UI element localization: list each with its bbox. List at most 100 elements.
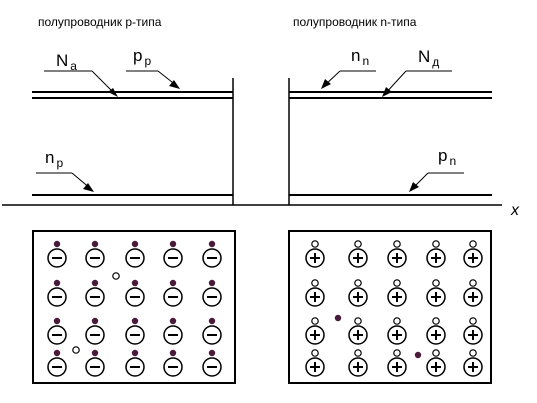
ion-circle — [202, 248, 222, 268]
minority-hole — [334, 314, 342, 322]
electron-dot — [432, 317, 440, 325]
hole-dot — [169, 349, 177, 357]
electron-dot — [432, 279, 440, 287]
hole-dot — [208, 317, 216, 325]
ion-circle — [426, 325, 446, 345]
hole-dot — [91, 349, 99, 357]
hole-dot — [169, 240, 177, 248]
hole-dot — [53, 279, 61, 287]
electron-dot — [469, 349, 477, 357]
hole-dot — [131, 240, 139, 248]
donor-ion — [463, 317, 483, 345]
ion-circle — [387, 325, 407, 345]
hole-dot — [91, 279, 99, 287]
svg-text:Nд: Nд — [418, 47, 439, 69]
donor-ion — [348, 240, 368, 268]
donor-ion — [305, 240, 325, 268]
electron-dot — [393, 279, 401, 287]
acceptor-ion — [163, 349, 183, 377]
electron-dot — [432, 240, 440, 248]
hole-dot — [91, 240, 99, 248]
ion-circle — [305, 357, 325, 377]
ion-circle — [348, 325, 368, 345]
hole-dot — [208, 240, 216, 248]
x-axis-label: x — [510, 202, 520, 219]
minority-hole — [414, 351, 422, 359]
hole-dot — [91, 317, 99, 325]
electron-dot — [469, 317, 477, 325]
hole-dot — [131, 317, 139, 325]
donor-ion — [426, 240, 446, 268]
acceptor-ion — [163, 317, 183, 345]
acceptor-ion — [85, 349, 105, 377]
ion-circle — [47, 325, 67, 345]
minority-electron — [112, 272, 120, 280]
electron-dot — [393, 240, 401, 248]
minority-electron — [72, 346, 80, 354]
hole-dot — [53, 349, 61, 357]
ion-circle — [202, 357, 222, 377]
ion-circle — [202, 287, 222, 307]
acceptor-ion — [85, 240, 105, 268]
ion-circle — [163, 287, 183, 307]
hole-dot — [131, 349, 139, 357]
donor-ion — [387, 279, 407, 307]
ion-circle — [348, 357, 368, 377]
acceptor-ion — [125, 317, 145, 345]
ion-circle — [463, 248, 483, 268]
acceptor-ion — [163, 279, 183, 307]
ion-circle — [387, 287, 407, 307]
donor-ion — [305, 349, 325, 377]
ion-circle — [163, 325, 183, 345]
hole-dot — [131, 279, 139, 287]
p-type-crystal-box — [32, 230, 236, 384]
donor-ion — [426, 279, 446, 307]
acceptor-ion — [47, 349, 67, 377]
ion-circle — [426, 357, 446, 377]
svg-text:Na: Na — [56, 51, 77, 73]
electron-dot — [311, 279, 319, 287]
ion-circle — [125, 357, 145, 377]
electron-dot — [393, 317, 401, 325]
hole-dot — [169, 279, 177, 287]
ion-circle — [463, 325, 483, 345]
donor-ion — [348, 317, 368, 345]
electron-dot — [354, 349, 362, 357]
hole-dot — [169, 317, 177, 325]
electron-dot — [354, 317, 362, 325]
acceptor-ion — [47, 240, 67, 268]
acceptor-ion — [125, 279, 145, 307]
donor-ion — [387, 349, 407, 377]
ion-circle — [163, 357, 183, 377]
donor-ion — [463, 240, 483, 268]
acceptor-ion — [125, 240, 145, 268]
acceptor-ion — [47, 279, 67, 307]
acceptor-ion — [202, 240, 222, 268]
donor-ion — [463, 349, 483, 377]
ion-circle — [47, 287, 67, 307]
electron-dot — [393, 349, 401, 357]
ion-circle — [387, 357, 407, 377]
donor-ion — [387, 317, 407, 345]
electron-dot — [311, 240, 319, 248]
electron-dot — [469, 240, 477, 248]
svg-text:nn: nn — [351, 46, 369, 68]
donor-ion-grid — [305, 240, 483, 377]
svg-text:pp: pp — [133, 46, 151, 68]
ion-circle — [426, 248, 446, 268]
ion-circle — [348, 248, 368, 268]
ion-circle — [348, 287, 368, 307]
ion-circle — [305, 287, 325, 307]
ion-circle — [387, 248, 407, 268]
svg-text:pn: pn — [438, 146, 456, 168]
donor-ion — [387, 240, 407, 268]
electron-dot — [311, 317, 319, 325]
ion-circle — [85, 325, 105, 345]
electron-dot — [469, 279, 477, 287]
donor-ion — [305, 317, 325, 345]
ion-circle — [125, 248, 145, 268]
acceptor-ion — [202, 349, 222, 377]
